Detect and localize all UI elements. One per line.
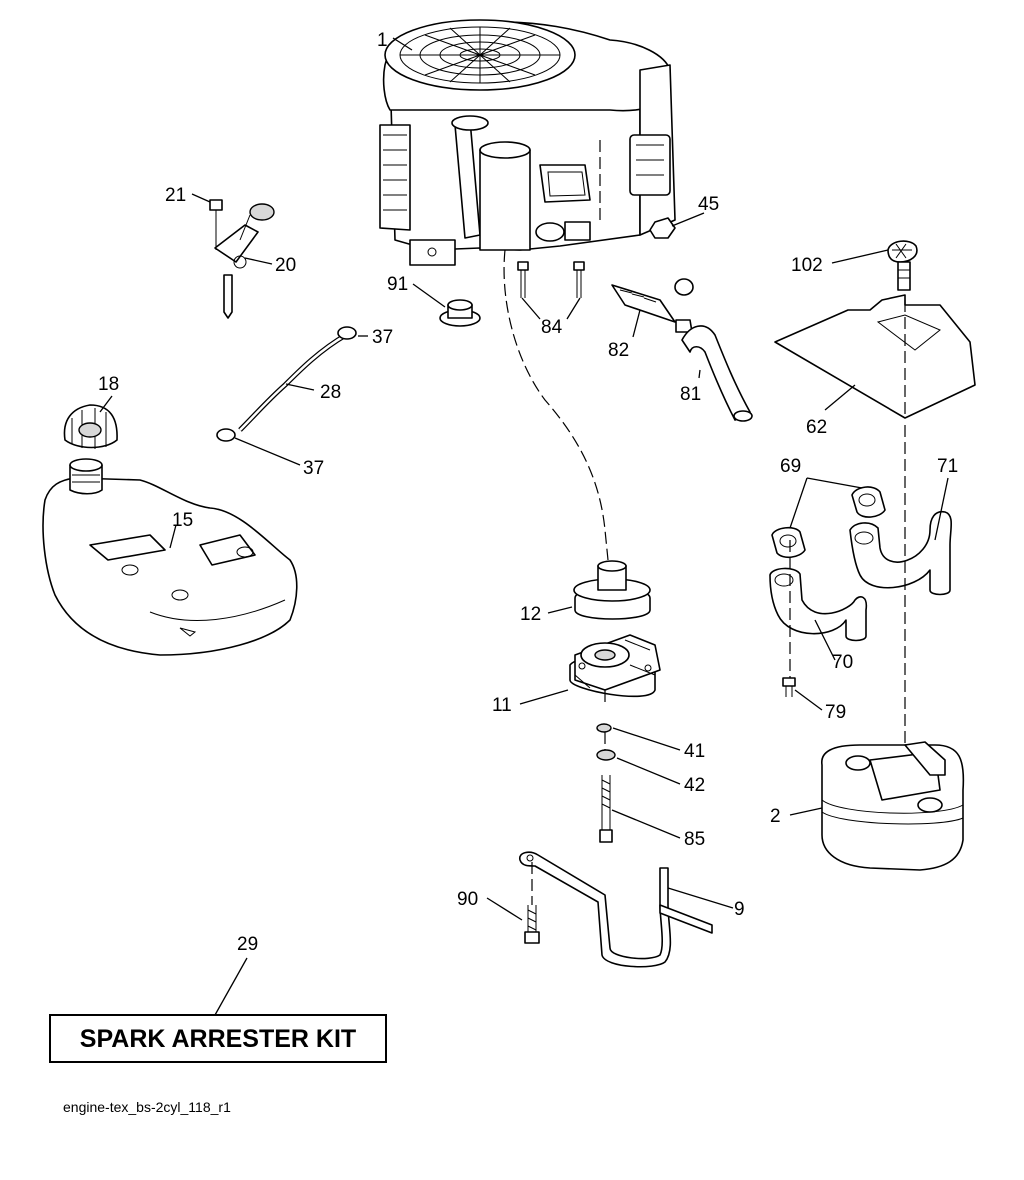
label-drain-hose: 81 [680,384,701,405]
label-pulley: 12 [520,604,541,625]
engine-bolts-drawing [517,261,585,298]
bracket-bolt-drawing [524,862,540,944]
label-nut: 45 [698,194,719,215]
leader-lines [99,37,949,1016]
label-pipe-bolt: 79 [825,702,846,723]
label-shield-knob: 102 [791,255,823,276]
label-clutch: 11 [492,695,512,716]
diagram-file-name: engine-tex_bs-2cyl_118_r1 [63,1099,231,1115]
label-spark-arrester-kit: 29 [237,934,258,955]
label-exhaust-pipe-right: 71 [937,456,958,477]
label-hose: 28 [320,382,341,403]
pipe-bolt-drawing [782,540,796,697]
washers-drawing [596,723,616,761]
label-choke-control: 20 [275,255,296,276]
label-washer-large: 42 [684,775,705,796]
label-bushing: 91 [387,274,408,295]
label-hose-clamp-top: 37 [372,327,393,348]
engine-drawing [379,19,676,266]
label-exhaust-pipe-left: 70 [832,652,853,673]
spark-arrester-kit-text: SPARK ARRESTER KIT [80,1025,356,1053]
exhaust-pipe-left-drawing [769,567,868,642]
label-fuel-cap: 18 [98,374,119,395]
bracket-drawing [519,851,713,968]
label-engine-bolts: 84 [541,317,563,338]
label-washer-small: 41 [684,741,705,762]
label-control-bolt: 21 [165,185,186,206]
part-labels: 1 21 20 91 84 82 81 45 102 37 28 37 18 1… [98,30,958,955]
label-muffler: 2 [770,806,781,827]
muffler-drawing [821,425,965,871]
shield-knob-drawing [887,240,918,291]
nut-drawing [649,217,676,239]
fuel-hose-drawing [216,326,357,442]
gaskets-drawing [771,486,886,559]
label-heat-shield: 62 [806,417,827,438]
heat-shield-drawing [774,294,976,419]
drain-hose-drawing [681,325,753,422]
bushing-drawing [439,299,481,327]
label-drain-valve: 82 [608,340,629,361]
fuel-cap-drawing [63,404,118,449]
label-bracket: 9 [734,899,745,920]
choke-control-drawing [209,199,275,319]
pulley-drawing [573,560,651,620]
label-center-bolt: 85 [684,829,705,850]
center-bolt-drawing [599,775,613,843]
drain-valve-drawing [611,278,694,333]
label-fuel-tank: 15 [172,510,193,531]
label-hose-clamp-bottom: 37 [303,458,324,479]
fuel-tank-drawing [42,458,298,656]
label-bracket-bolt: 90 [457,889,478,910]
clutch-drawing [569,634,661,705]
label-gaskets: 69 [780,456,801,477]
exhaust-pipe-right-drawing [849,510,953,596]
shaft-centerline [503,249,609,561]
label-engine: 1 [377,30,388,51]
spark-arrester-kit-box: SPARK ARRESTER KIT [49,1014,387,1063]
